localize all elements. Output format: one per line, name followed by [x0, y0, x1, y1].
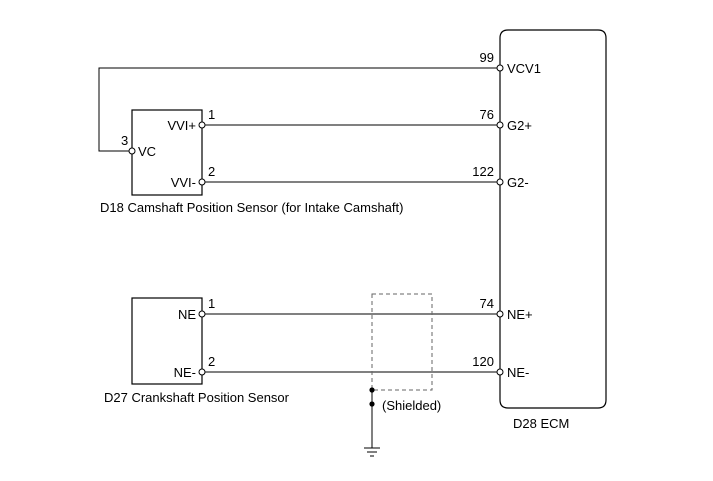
cam-sensor-title: D18 Camshaft Position Sensor (for Intake… [100, 200, 403, 215]
shield-junction-dot [369, 387, 375, 393]
ecm-pin-num: 99 [480, 50, 494, 65]
ecm-pin-name: NE- [507, 365, 529, 380]
cam-pin-2 [198, 178, 206, 186]
crank-sensor-title: D27 Crankshaft Position Sensor [104, 390, 290, 405]
ecm-pin-name: G2- [507, 175, 529, 190]
crank-pin-1 [198, 310, 206, 318]
ecm-pin-num: 74 [480, 296, 494, 311]
crank-pin-name: NE [178, 307, 196, 322]
ground-icon [364, 447, 380, 457]
ecm-title: D28 ECM [513, 416, 569, 431]
cam-pin-num: 1 [208, 107, 215, 122]
ecm-pin-num: 120 [472, 354, 494, 369]
crank-pin-2 [198, 368, 206, 376]
ecm-pin-name: VCV1 [507, 61, 541, 76]
cam-sensor-block [131, 109, 203, 196]
cam-pin-name: VVI- [171, 175, 196, 190]
ecm-pin-122 [496, 178, 504, 186]
crank-pin-name: NE- [174, 365, 196, 380]
cam-pin-3 [128, 147, 136, 155]
crank-sensor-block [131, 297, 203, 385]
shield-box [371, 293, 433, 391]
cam-pin-name: VVI+ [167, 118, 196, 133]
ecm-pin-name: NE+ [507, 307, 533, 322]
shield-label: (Shielded) [382, 398, 441, 413]
ecm-pin-120 [496, 368, 504, 376]
ecm-pin-num: 122 [472, 164, 494, 179]
cam-pin-num: 2 [208, 164, 215, 179]
cam-pin-name: VC [138, 144, 156, 159]
ecm-pin-99 [496, 64, 504, 72]
ecm-pin-76 [496, 121, 504, 129]
cam-pin-num: 3 [121, 133, 128, 148]
crank-pin-num: 1 [208, 296, 215, 311]
shield-splice-dot [369, 401, 375, 407]
ecm-pin-74 [496, 310, 504, 318]
ecm-block [499, 29, 607, 409]
ecm-pin-name: G2+ [507, 118, 532, 133]
cam-pin-1 [198, 121, 206, 129]
crank-pin-num: 2 [208, 354, 215, 369]
ecm-pin-num: 76 [480, 107, 494, 122]
wire-vcv1-vc [98, 67, 497, 152]
